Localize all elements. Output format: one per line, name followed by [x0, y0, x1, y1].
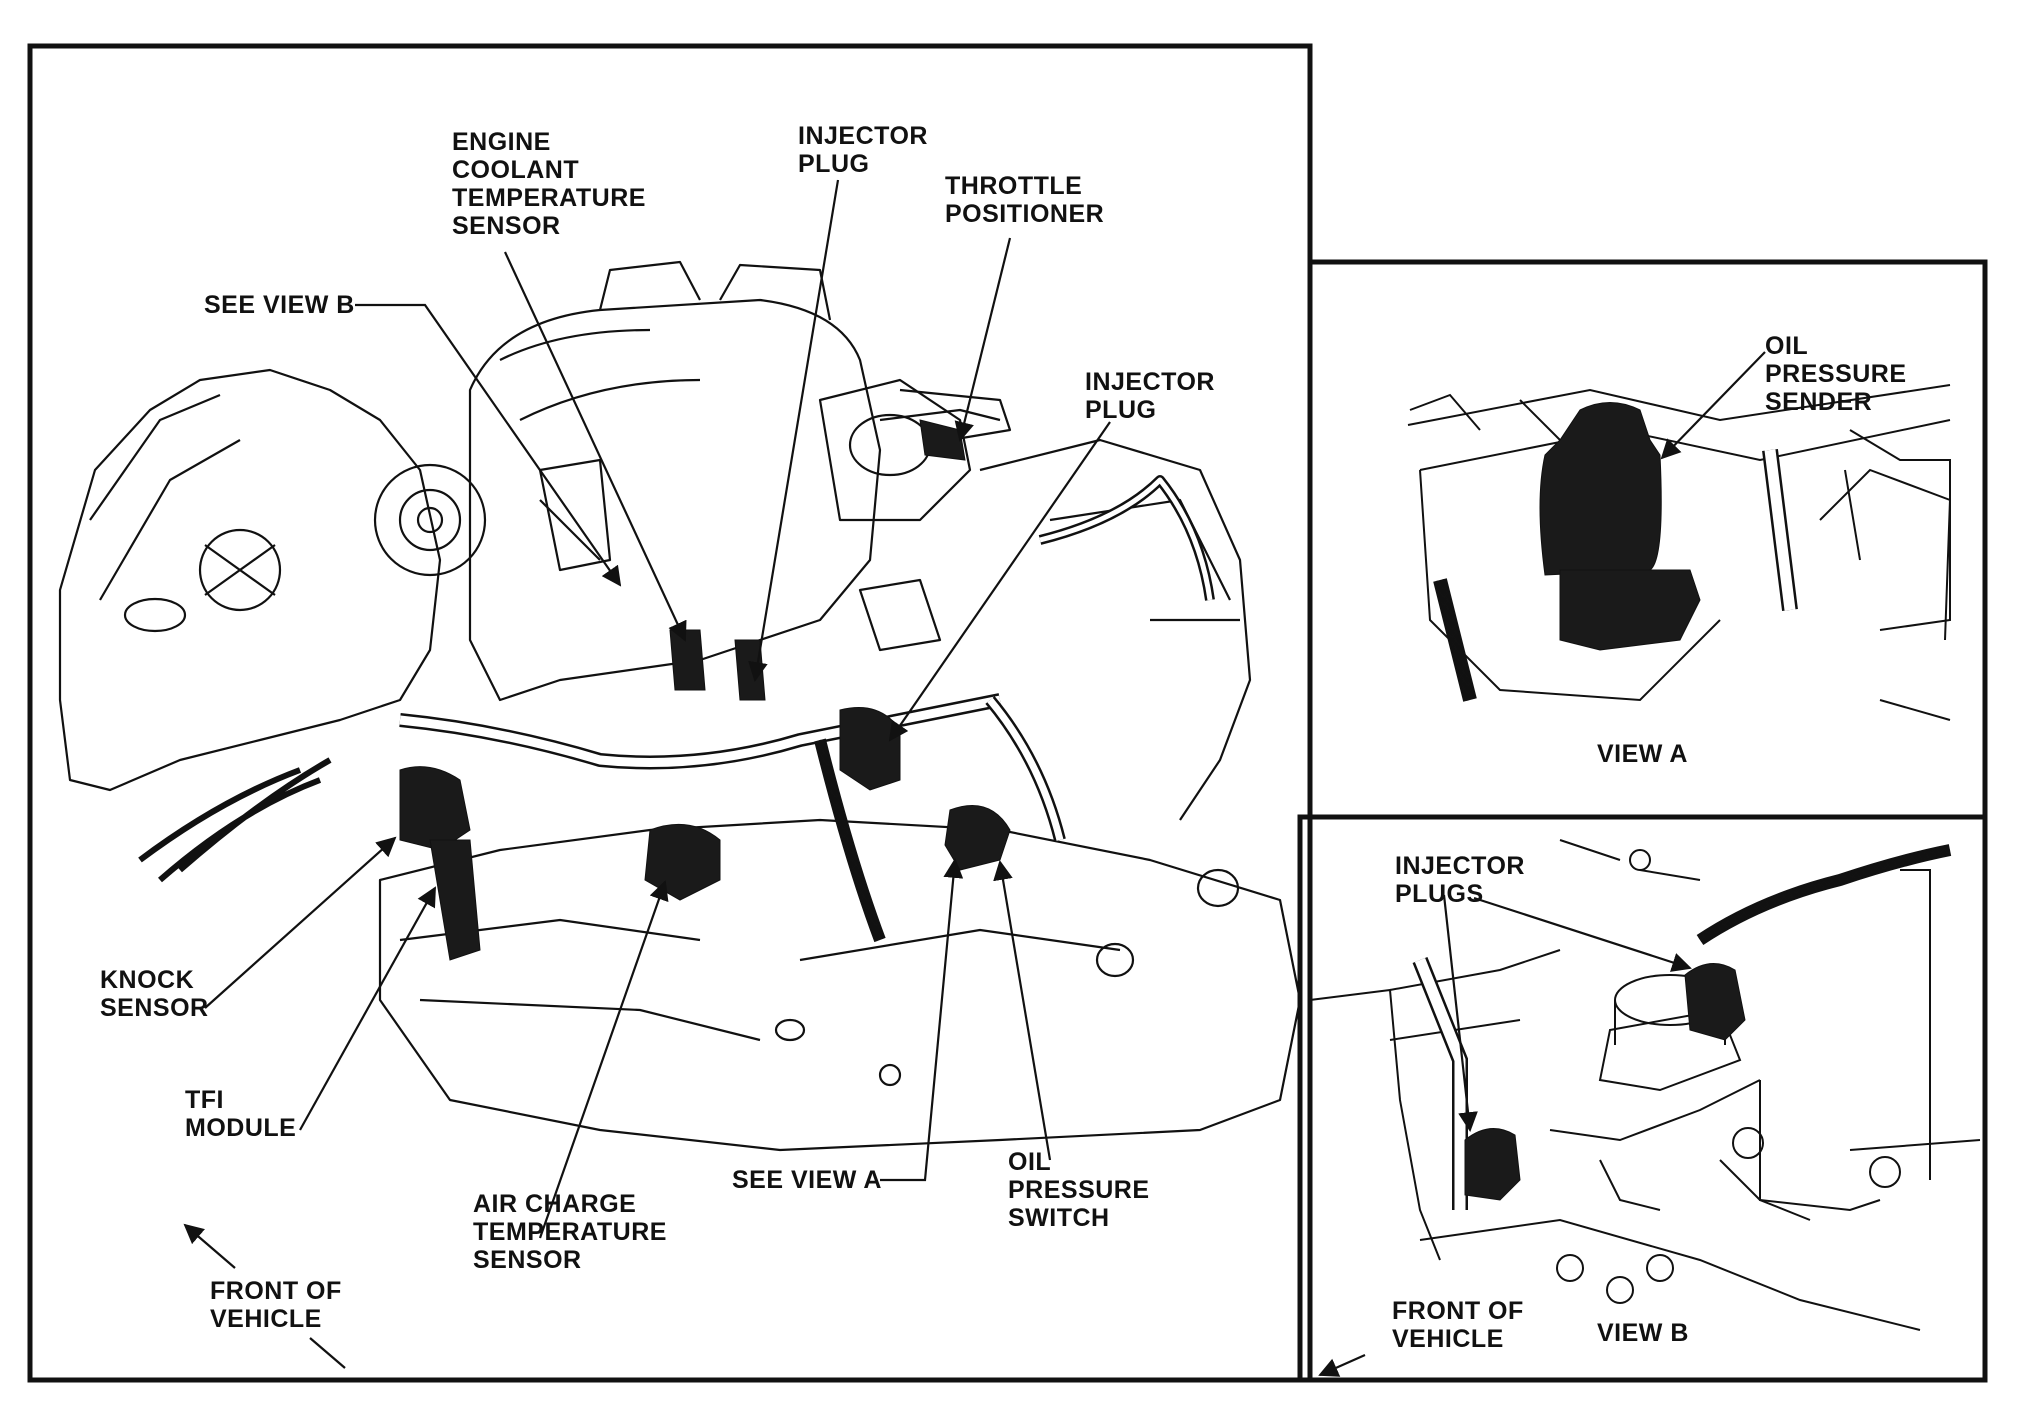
view-a-title: VIEW A — [1597, 740, 1688, 768]
view-b-title: VIEW B — [1597, 1319, 1689, 1347]
label-injector-plug-right: INJECTOR PLUG — [1085, 368, 1215, 424]
view-b-injector-plugs — [1464, 963, 1746, 1201]
label-front-of-vehicle-main: FRONT OF VEHICLE — [210, 1277, 342, 1333]
label-air-charge-temp-sensor: AIR CHARGE TEMPERATURE SENSOR — [473, 1190, 667, 1274]
label-see-view-a: SEE VIEW A — [732, 1166, 882, 1194]
label-oil-pressure-sender: OIL PRESSURE SENDER — [1765, 332, 1907, 416]
view-a-leader-lines — [1660, 351, 1766, 460]
label-throttle-positioner: THROTTLE POSITIONER — [945, 172, 1105, 228]
main-leader-lines — [183, 179, 1111, 1369]
label-injector-plug-top: INJECTOR PLUG — [798, 122, 928, 178]
view-b-leader-lines — [1318, 894, 1692, 1377]
label-knock-sensor: KNOCK SENSOR — [100, 966, 209, 1022]
view-a-illustration — [1407, 384, 1952, 721]
label-tfi-module: TFI MODULE — [185, 1086, 297, 1142]
label-front-of-vehicle-view-b: FRONT OF VEHICLE — [1392, 1297, 1524, 1353]
view-b-panel-border — [1297, 814, 1988, 1383]
view-b-illustration — [1309, 839, 1981, 1331]
label-injector-plugs: INJECTOR PLUGS — [1395, 852, 1525, 908]
label-engine-coolant-temp-sensor: ENGINE COOLANT TEMPERATURE SENSOR — [452, 128, 646, 240]
oil-pressure-sender-body — [1539, 402, 1701, 651]
main-components — [399, 419, 1011, 961]
label-see-view-b: SEE VIEW B — [204, 291, 355, 319]
label-oil-pressure-switch: OIL PRESSURE SWITCH — [1008, 1148, 1150, 1232]
